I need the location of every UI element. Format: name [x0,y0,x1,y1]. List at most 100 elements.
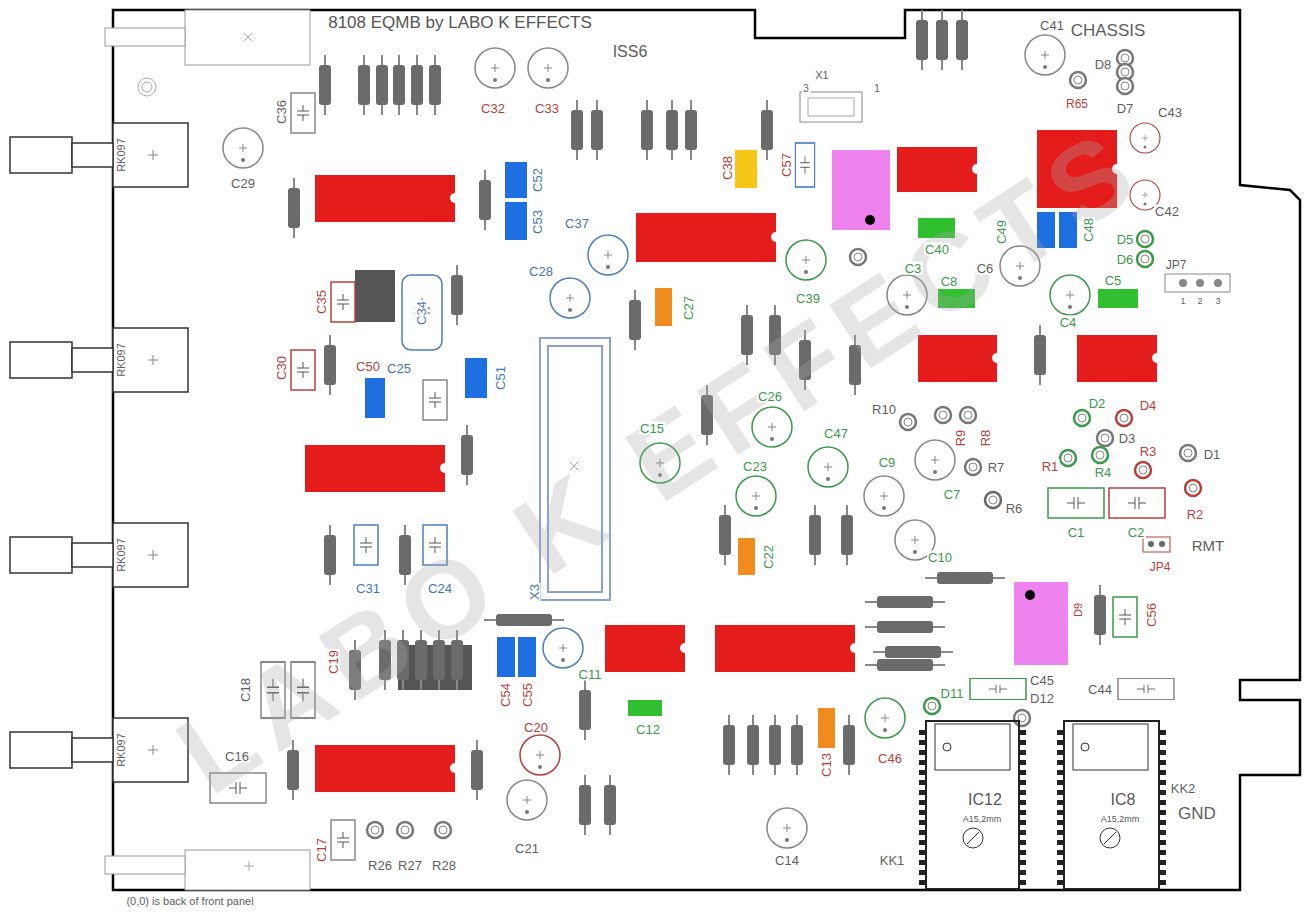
part-label: (0,0) is back of front panel [125,896,254,907]
part-label: C7 [943,488,962,501]
part-label: R6 [1005,502,1024,515]
part-label: D4 [1139,399,1158,412]
part-label: R26 [367,859,393,872]
part-label: C25 [386,362,412,375]
part-label: C20 [523,721,549,734]
part-label: C18 [239,677,252,703]
part-label: C52 [531,167,544,193]
part-label: C33 [534,102,560,115]
part-label: X1 [814,70,829,81]
part-label: C47 [823,427,849,440]
part-label: C22 [762,544,775,570]
part-label: C13 [820,752,833,778]
part-label: 1 [1179,297,1186,306]
part-label: RMT [1191,538,1226,553]
part-label: R8 [979,429,992,448]
part-label: C43 [1157,106,1183,119]
part-label: C1 [1067,526,1086,539]
part-label: C39 [795,292,821,305]
part-label: 2 [1196,297,1203,306]
part-label: R2 [1186,508,1205,521]
package-label: A15,2mm [1100,815,1141,824]
part-label: D12 [1029,692,1055,705]
part-label: KK2 [1170,782,1197,795]
ic-label: IC12 [967,792,1003,808]
part-label: C19 [327,649,340,675]
part-label: JP7 [1165,259,1188,271]
part-label: C35 [315,289,328,315]
part-label: C37 [564,217,590,230]
part-label: GND [1177,805,1217,822]
part-label: C12 [635,723,661,736]
part-label: D7 [1116,102,1135,115]
part-label: R65 [1065,98,1089,110]
part-label: C10 [927,551,953,564]
part-label: RK097 [116,342,127,378]
part-label: R27 [397,859,423,872]
part-label: D6 [1116,253,1135,266]
part-label: C48 [1082,217,1095,243]
part-label: CHASSIS [1070,22,1147,39]
part-label: C53 [531,209,544,235]
part-label: C56 [1145,602,1158,628]
part-label: D3 [1118,432,1137,445]
part-label: C54 [499,682,512,708]
part-label: C30 [275,355,288,381]
part-label: C8 [940,275,959,288]
part-label: D5 [1116,233,1135,246]
part-label: R7 [987,461,1006,474]
part-label: R4 [1094,466,1113,479]
part-label: R28 [431,859,457,872]
part-label: D9 [1073,602,1084,618]
part-label: C41 [1039,19,1065,32]
part-label: C5 [1104,274,1123,287]
part-label: R3 [1139,445,1158,458]
part-label: C9 [878,456,897,469]
part-label: C40 [924,243,950,256]
part-label: C16 [224,750,250,763]
board-title: 8108 EQMB by LABO K EFFECTS [327,14,593,31]
part-label: C42 [1154,205,1180,218]
watermark: LABO K EFFECTS [159,108,1161,812]
part-label: C27 [682,295,695,321]
package-label: A15,2mm [962,815,1003,824]
part-label: R9 [954,429,967,448]
part-label: C2 [1127,526,1146,539]
part-label: C17 [315,837,328,863]
part-label: JP4 [1149,561,1172,573]
part-label: C24 [427,582,453,595]
part-label: C3 [904,262,923,275]
part-label: C46 [877,752,903,765]
part-label: C31 [355,582,381,595]
part-label: RK097 [116,732,127,768]
part-label: C4 [1059,316,1078,329]
part-label: ISS6 [612,44,649,60]
heatsink-box: IC12A15,2mm [925,720,1020,890]
part-label: D2 [1088,397,1107,410]
part-label: C32 [480,102,506,115]
part-label: C36 [275,99,288,125]
part-label: 1 [873,84,881,94]
part-label: D1 [1203,448,1222,461]
part-label: C45 [1029,674,1055,687]
part-label: X3 [528,583,541,601]
part-label: R1 [1041,460,1060,473]
part-label: C51 [494,365,507,391]
part-label: RK097 [116,537,127,573]
part-label: C50 [355,360,381,373]
part-label: C49 [995,219,1008,245]
part-label: D8 [1094,58,1113,71]
ic-label: IC8 [1110,792,1137,808]
part-label: C21 [514,842,540,855]
part-label: RK097 [116,137,127,173]
part-label: R10 [871,403,897,416]
part-label: C11 [578,668,603,681]
part-label: C55 [521,682,534,708]
part-label: C26 [757,390,783,403]
part-label: C57 [780,152,793,178]
part-label: C29 [230,177,256,190]
part-label: 3 [802,84,810,94]
part-label: C6 [976,262,995,275]
part-label: D11 [940,687,965,700]
